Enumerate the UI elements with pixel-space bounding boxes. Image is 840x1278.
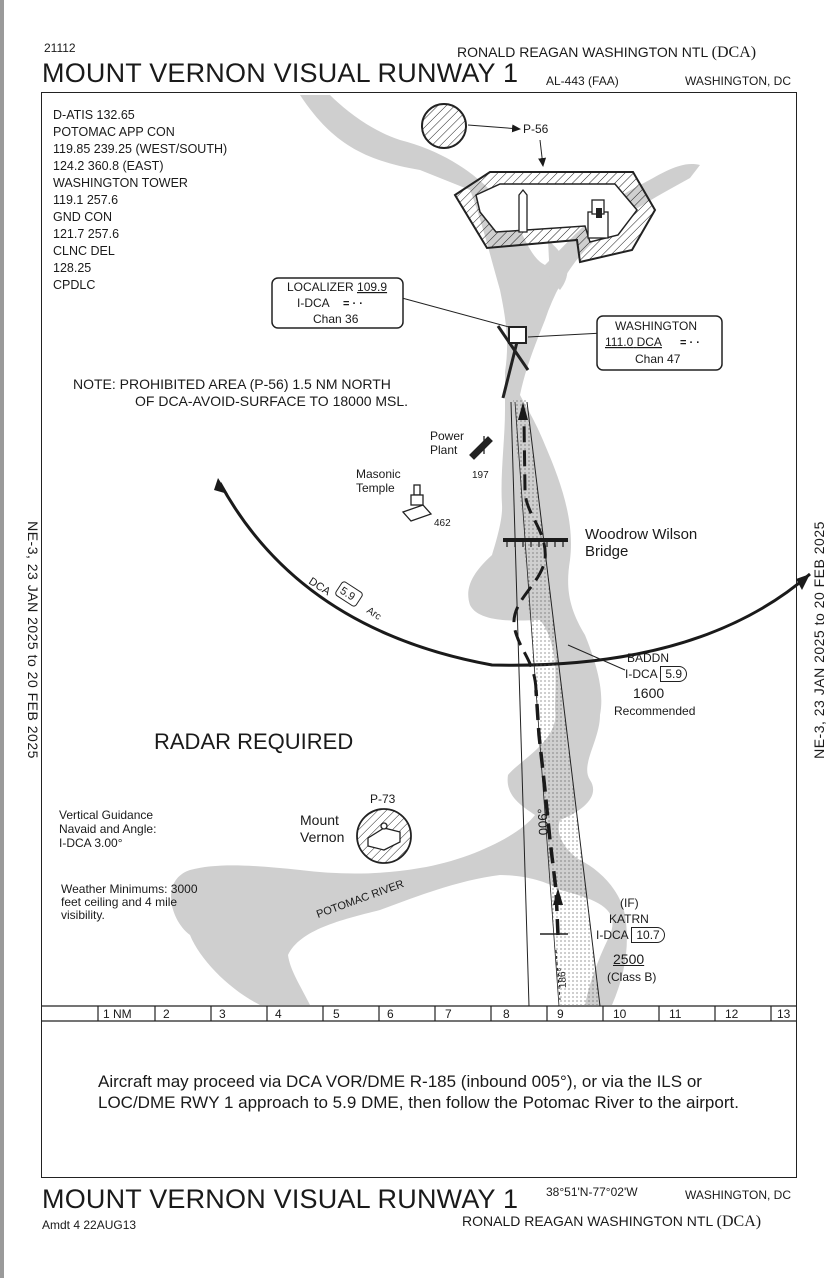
katrn-name: KATRN [609, 912, 649, 926]
svg-text:WASHINGTON: WASHINGTON [615, 319, 697, 333]
bridge-label-1: Woodrow Wilson [585, 526, 698, 543]
svg-text:1 NM: 1 NM [103, 1007, 132, 1021]
footer-airport: RONALD REAGAN WASHINGTON NTL (DCA) [462, 1213, 762, 1230]
katrn-ident: I-DCA 10.7 [596, 927, 665, 943]
frequency-list: D-ATIS 132.65 POTOMAC APP CON 119.85 239… [53, 107, 227, 294]
procedure-text-1: Aircraft may proceed via DCA VOR/DME R-1… [98, 1072, 702, 1091]
power-plant-icon [469, 436, 493, 460]
svg-text:I-DCA: I-DCA [297, 296, 330, 310]
freq-line: POTOMAC APP CON [53, 125, 175, 139]
masonic-temple-icon [401, 484, 433, 522]
wx-line: feet ceiling and 4 mile [61, 895, 178, 909]
vg-line: I-DCA 3.00° [59, 836, 123, 850]
svg-text:197: 197 [472, 470, 489, 481]
svg-text:Mount: Mount [300, 812, 339, 828]
svg-text:8: 8 [503, 1007, 510, 1021]
svg-text:7: 7 [445, 1007, 452, 1021]
katrn-type: (IF) [620, 896, 639, 910]
svg-text:Arc: Arc [364, 605, 383, 622]
katrn-altitude: 2500 [613, 951, 645, 967]
baddn-name: BADDN [627, 651, 670, 665]
freq-line: GND CON [53, 210, 113, 224]
header-airport: RONALD REAGAN WASHINGTON NTL (DCA) [457, 44, 757, 61]
outbound-radial: 186° [557, 967, 569, 988]
radar-required: RADAR REQUIRED [154, 729, 354, 754]
airport-runway-icon [496, 325, 530, 399]
svg-text:10: 10 [613, 1007, 627, 1021]
svg-text:= · ·: = · · [680, 337, 700, 349]
freq-line: 119.85 239.25 (WEST/SOUTH) [53, 142, 228, 156]
svg-text:Temple: Temple [356, 481, 395, 495]
footer-amdt: Amdt 4 22AUG13 [42, 1218, 137, 1232]
note-line-2: OF DCA-AVOID-SURFACE TO 18000 MSL. [135, 393, 409, 409]
katrn-class: (Class B) [607, 970, 657, 984]
baddn-altitude: 1600 [633, 685, 665, 701]
bridge-label-2: Bridge [585, 543, 629, 560]
chart-frame [41, 92, 797, 1178]
svg-text:6: 6 [387, 1007, 394, 1021]
freq-line: 119.1 257.6 [53, 193, 119, 207]
freq-line: 124.2 360.8 (EAST) [53, 159, 164, 173]
svg-text:2: 2 [163, 1007, 170, 1021]
baddn-ident: I-DCA 5.9 [625, 666, 688, 682]
approach-wedge [513, 400, 600, 1005]
svg-text:Chan 36: Chan 36 [313, 312, 359, 326]
vg-line: Vertical Guidance [59, 808, 154, 822]
vg-line: Navaid and Angle: [59, 822, 157, 836]
procedure-text-2: LOC/DME RWY 1 approach to 5.9 DME, then … [98, 1093, 739, 1112]
svg-text:Masonic: Masonic [356, 467, 401, 481]
freq-line: CPDLC [53, 278, 96, 292]
svg-text:Chan 47: Chan 47 [635, 352, 681, 366]
svg-text:3: 3 [219, 1007, 226, 1021]
p56-circle [421, 103, 467, 149]
svg-text:12: 12 [725, 1007, 739, 1021]
freq-line: WASHINGTON TOWER [53, 176, 188, 190]
scale-bar [42, 1005, 797, 1022]
svg-text:= · ·: = · · [343, 298, 363, 310]
inbound-course: 006° [535, 808, 551, 836]
chart-title: MOUNT VERNON VISUAL RUNWAY 1 [42, 58, 519, 88]
weather-minimums: Weather Minimums: 3000 feet ceiling and … [61, 883, 198, 922]
svg-text:11: 11 [669, 1007, 682, 1021]
p56-label: P-56 [523, 122, 549, 136]
note-line-1: NOTE: PROHIBITED AREA (P-56) 1.5 NM NORT… [73, 376, 391, 392]
footer-city: WASHINGTON, DC [685, 1188, 792, 1202]
header-city: WASHINGTON, DC [685, 74, 792, 88]
monument-icon [518, 188, 528, 233]
left-edge-bar [0, 0, 4, 1278]
wx-line: Weather Minimums: 3000 [61, 882, 198, 896]
svg-text:LOCALIZER 109.9: LOCALIZER 109.9 [287, 280, 387, 294]
footer-title: MOUNT VERNON VISUAL RUNWAY 1 [42, 1184, 519, 1214]
svg-text:111.0 DCA: 111.0 DCA [605, 335, 662, 349]
svg-text:4: 4 [275, 1007, 282, 1021]
localizer-box [271, 277, 404, 329]
freq-line: 128.25 [53, 261, 92, 275]
svg-text:Power: Power [430, 429, 464, 443]
vertical-guidance: Vertical Guidance Navaid and Angle: I-DC… [59, 808, 156, 850]
chart-number: 21112 [44, 41, 76, 55]
wx-line: visibility. [61, 908, 105, 922]
baddn-recommended: Recommended [614, 704, 696, 718]
al-number: AL-443 (FAA) [546, 74, 619, 88]
freq-line: CLNC DEL [53, 244, 115, 258]
vor-box [596, 315, 723, 371]
svg-text:P-73: P-73 [370, 792, 396, 806]
dca-arc [218, 482, 811, 667]
svg-text:462: 462 [434, 518, 451, 529]
svg-text:9: 9 [557, 1007, 564, 1021]
freq-line: 121.7 257.6 [53, 227, 120, 241]
freq-line: D-ATIS 132.65 [53, 108, 135, 122]
mount-vernon-house-icon [367, 822, 401, 851]
svg-text:5: 5 [333, 1007, 340, 1021]
svg-text:13: 13 [777, 1007, 791, 1021]
svg-text:Plant: Plant [430, 443, 458, 457]
footer-coords: 38°51'N-77°02'W [546, 1185, 638, 1199]
svg-text:Vernon: Vernon [300, 829, 344, 845]
